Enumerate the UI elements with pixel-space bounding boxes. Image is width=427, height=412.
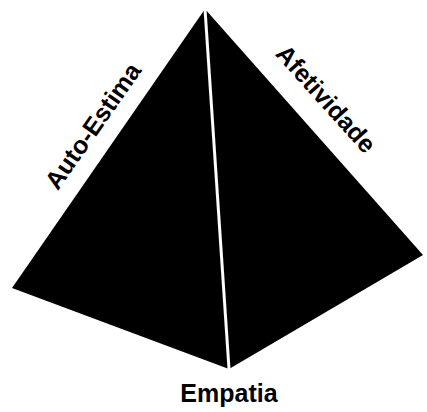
pyramid-face-right: [205, 9, 423, 369]
vertex-label: Empatia: [180, 381, 277, 406]
pyramid-ridge: [205, 9, 229, 369]
pyramid-face-left: [12, 9, 229, 369]
